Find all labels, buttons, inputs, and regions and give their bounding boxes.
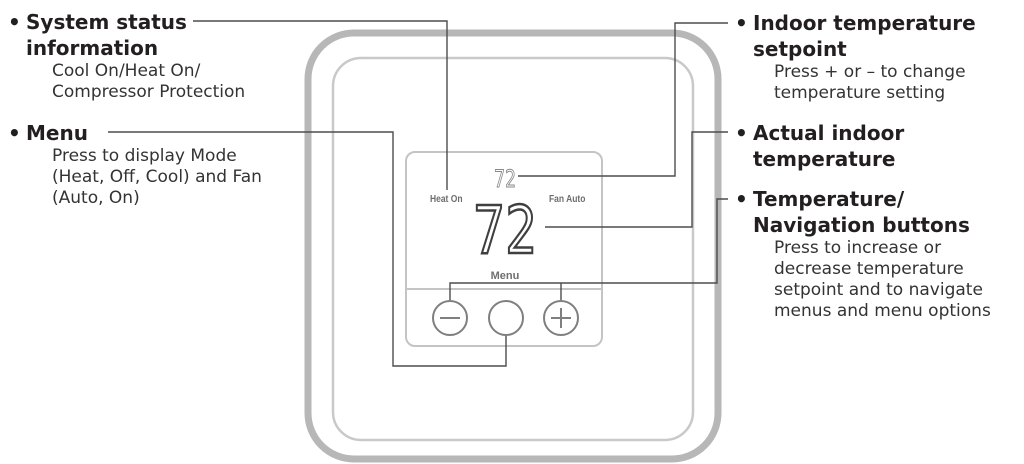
- thermostat-outer-frame: [304, 29, 722, 463]
- plus-icon: [551, 308, 571, 328]
- leader-system-status: [193, 20, 448, 190]
- plus-button[interactable]: [543, 300, 579, 336]
- callout-nav-buttons: Temperature/Navigation buttons Press to …: [731, 186, 991, 322]
- fan-text: Fan Auto: [549, 193, 586, 204]
- callout-menu: Menu Press to display Mode(Heat, Off, Co…: [4, 120, 262, 209]
- thermostat-inner-frame: [331, 56, 695, 442]
- leader-setpoint: [518, 22, 728, 177]
- callout-menu-title: Menu: [4, 120, 262, 146]
- callout-system-status-desc: Cool On/Heat On/Compressor Protection: [52, 61, 246, 102]
- leader-menu: [108, 131, 507, 367]
- callout-menu-desc: Press to display Mode(Heat, Off, Cool) a…: [52, 146, 262, 208]
- minus-button[interactable]: [432, 300, 468, 336]
- leader-nav-buttons: [449, 198, 728, 300]
- menu-label: Menu: [491, 270, 520, 282]
- temperature-value: 72: [473, 193, 537, 269]
- setpoint-value: 72: [494, 166, 516, 194]
- leader-actual-temp: [545, 131, 728, 228]
- status-text: Heat On: [430, 193, 463, 204]
- display-panel: [405, 151, 603, 347]
- callout-nav-buttons-title: Temperature/Navigation buttons: [731, 186, 991, 238]
- menu-button[interactable]: [488, 300, 524, 336]
